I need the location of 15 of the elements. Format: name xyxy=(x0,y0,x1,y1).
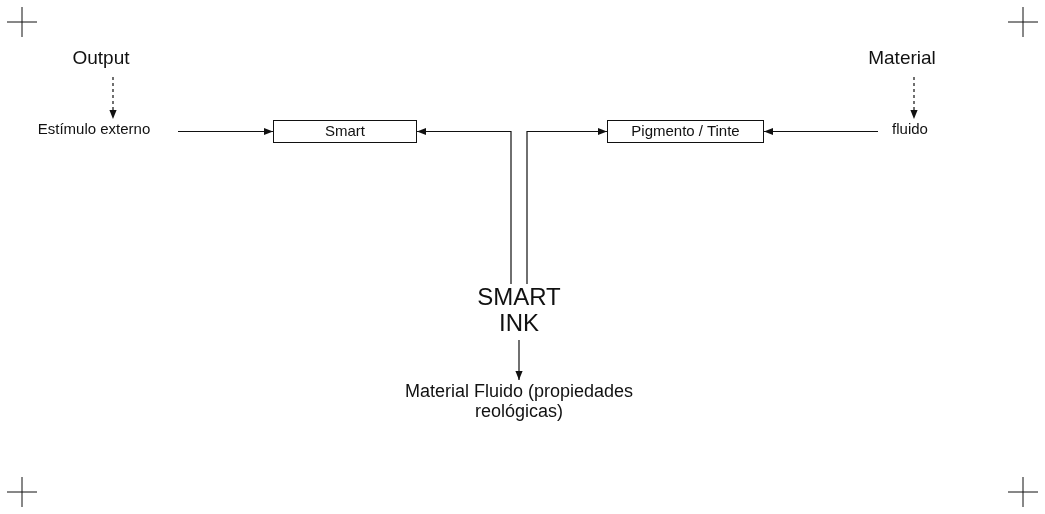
input-label: Estímulo externo xyxy=(18,121,170,141)
arrow xyxy=(416,127,512,285)
input-label: fluido xyxy=(886,121,934,141)
heading-label: Output xyxy=(66,48,136,74)
heading-label: Material xyxy=(862,48,942,74)
arrow xyxy=(177,127,274,136)
arrow xyxy=(109,76,117,120)
arrow xyxy=(910,76,918,120)
output-label: Material Fluido (propiedades reológicas) xyxy=(400,382,638,430)
process-box: Pigmento / Tinte xyxy=(607,120,764,143)
title-label: SMART INK xyxy=(459,284,579,337)
arrow xyxy=(763,127,879,136)
arrow xyxy=(515,339,523,381)
process-box: Smart xyxy=(273,120,417,143)
arrow xyxy=(526,127,608,285)
